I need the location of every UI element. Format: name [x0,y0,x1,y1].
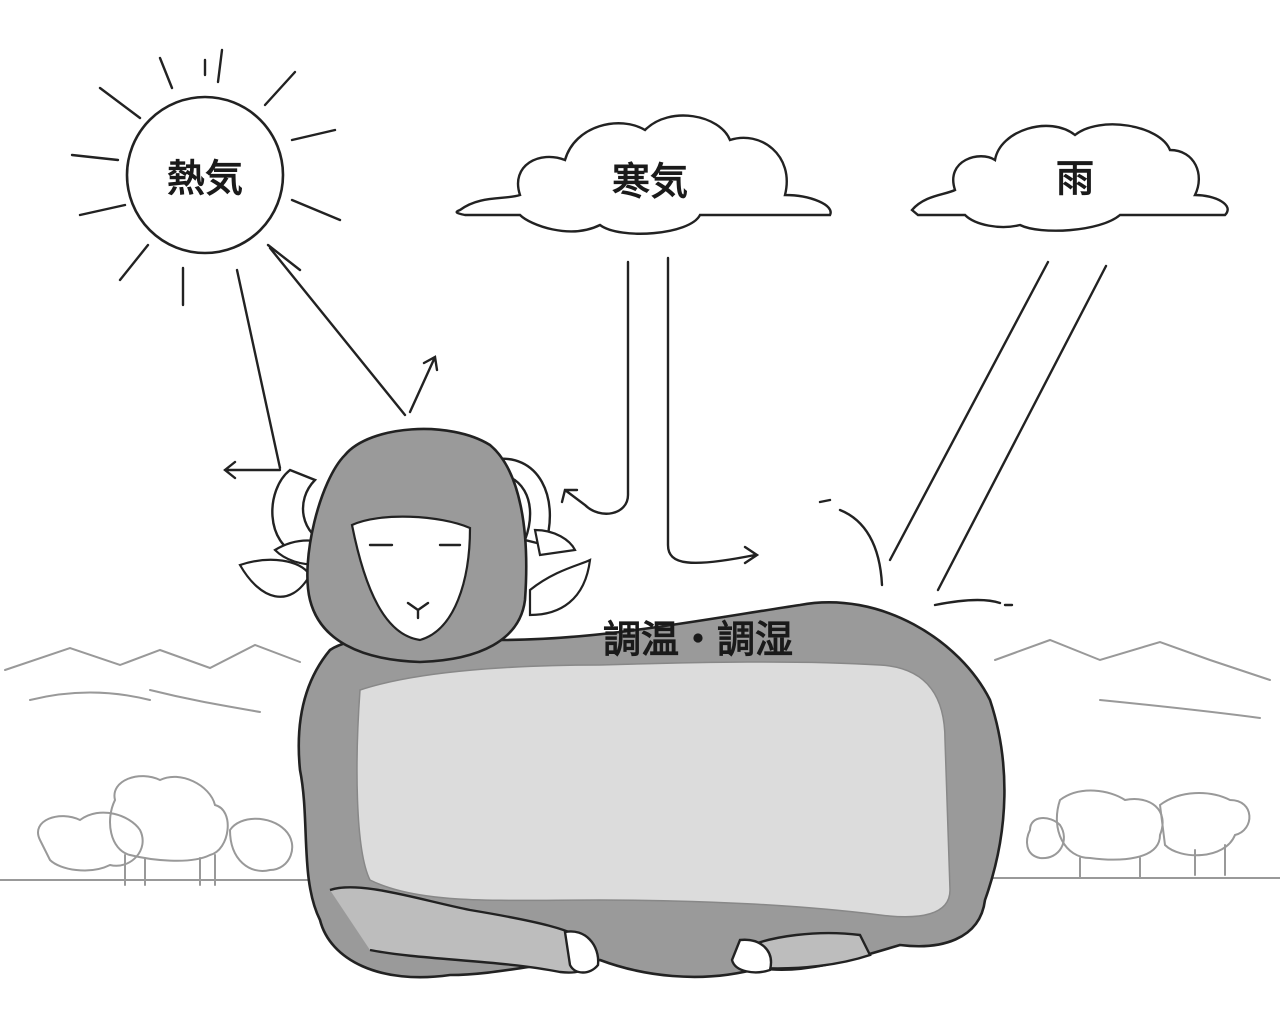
background-sheep-left [37,775,294,886]
rain-lines [818,260,1108,607]
sun-icon [70,48,342,307]
background-sheep-right [1026,789,1251,879]
cold-air-arrows [560,256,760,565]
mountains-left [4,643,301,713]
sheep-illustration [238,427,1006,979]
rain-cloud-label: 雨 [1055,156,1095,201]
mountains-right [994,638,1271,719]
sheep-body-label: 調温・調湿 [602,617,794,662]
rain-cloud-icon [910,123,1229,232]
heat-arrows [223,246,439,480]
cold-cloud-label: 寒気 [611,159,689,204]
cold-cloud-icon [455,114,832,235]
sun-label: 熱気 [166,156,244,201]
